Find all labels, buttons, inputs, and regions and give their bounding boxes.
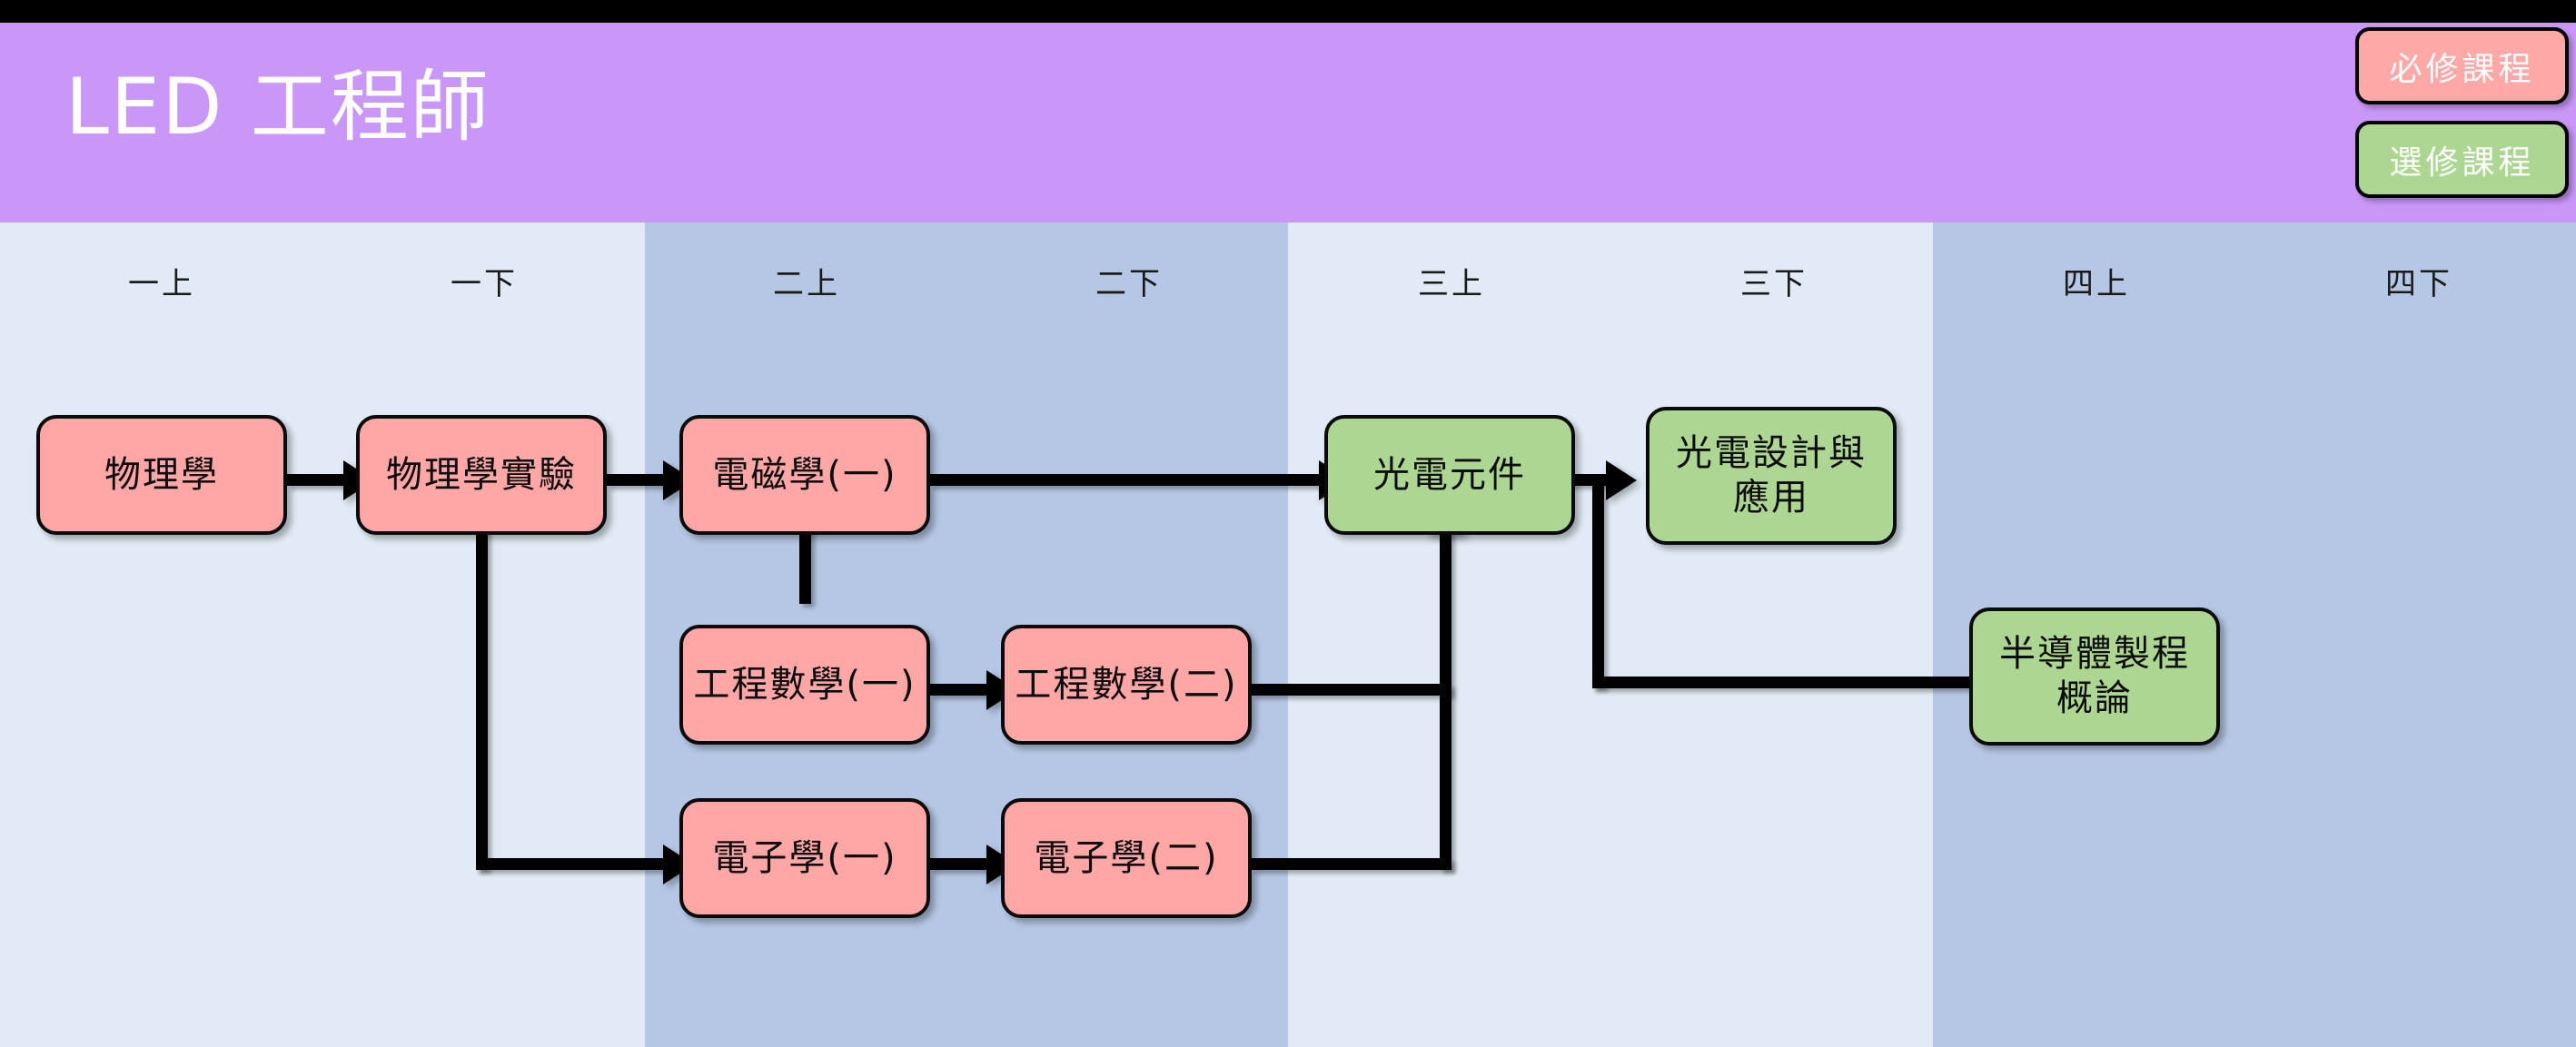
- connector-electronics1-to-electronics2: [930, 858, 988, 870]
- legend-elective-courses[interactable]: 選修課程: [2355, 121, 2569, 198]
- connector-electronics2-right: [1252, 858, 1451, 870]
- page-header: LED 工程師: [0, 23, 2576, 222]
- course-box-engmath2[interactable]: 工程數學(二): [1001, 625, 1252, 745]
- course-box-electronics1[interactable]: 電子學(一): [679, 798, 930, 918]
- semester-label-3-1: 三上: [1418, 266, 1485, 302]
- semester-label-4-1: 四上: [2063, 266, 2130, 302]
- connector-physics-lab-down: [476, 520, 488, 870]
- course-box-optoelements[interactable]: 光電元件: [1324, 415, 1575, 535]
- connector-physics-lab-to-electronics1: [476, 858, 665, 870]
- connector-engmath1-to-em1: [799, 522, 811, 604]
- connector-engmath1-to-engmath2: [930, 684, 988, 696]
- course-box-physics[interactable]: 物理學: [36, 415, 287, 535]
- connector-trunk-up-to-optoelements: [1440, 531, 1451, 870]
- legend-required-courses[interactable]: 必修課程: [2355, 27, 2569, 104]
- semester-label-2-1: 二上: [773, 266, 840, 302]
- semester-label-4-2: 四下: [2385, 266, 2452, 302]
- course-box-physics-lab[interactable]: 物理學實驗: [356, 415, 607, 535]
- connector-engmath2-right: [1252, 684, 1451, 696]
- semester-label-1-2: 一下: [451, 266, 518, 302]
- top-black-strip: [0, 0, 2576, 23]
- course-box-electronics2[interactable]: 電子學(二): [1001, 798, 1252, 918]
- semester-label-3-2: 三下: [1740, 266, 1808, 302]
- arrowhead-optoelements-to-optodesign: [1606, 460, 1637, 500]
- semester-label-2-2: 二下: [1095, 266, 1163, 302]
- course-box-em1[interactable]: 電磁學(一): [679, 415, 930, 535]
- connector-optoelements-to-semiprocess: [1592, 677, 1985, 688]
- page-title: LED 工程師: [65, 62, 490, 153]
- course-box-semiprocess[interactable]: 半導體製程概論: [1969, 607, 2220, 746]
- connector-optoelements-down: [1592, 474, 1604, 688]
- semester-label-1-1: 一上: [128, 266, 195, 302]
- connector-physics-to-physics-lab: [287, 474, 345, 486]
- course-box-optodesign[interactable]: 光電設計與應用: [1646, 407, 1897, 545]
- course-box-engmath1[interactable]: 工程數學(一): [679, 625, 930, 745]
- diagram-canvas: 一上 一下 二上 二下 三上 三下 四上 四下: [0, 222, 2576, 1047]
- connector-em1-to-optoelements: [930, 474, 1323, 486]
- legend: 必修課程 選修課程: [2355, 27, 2569, 198]
- connector-physics-lab-to-em1: [607, 474, 665, 486]
